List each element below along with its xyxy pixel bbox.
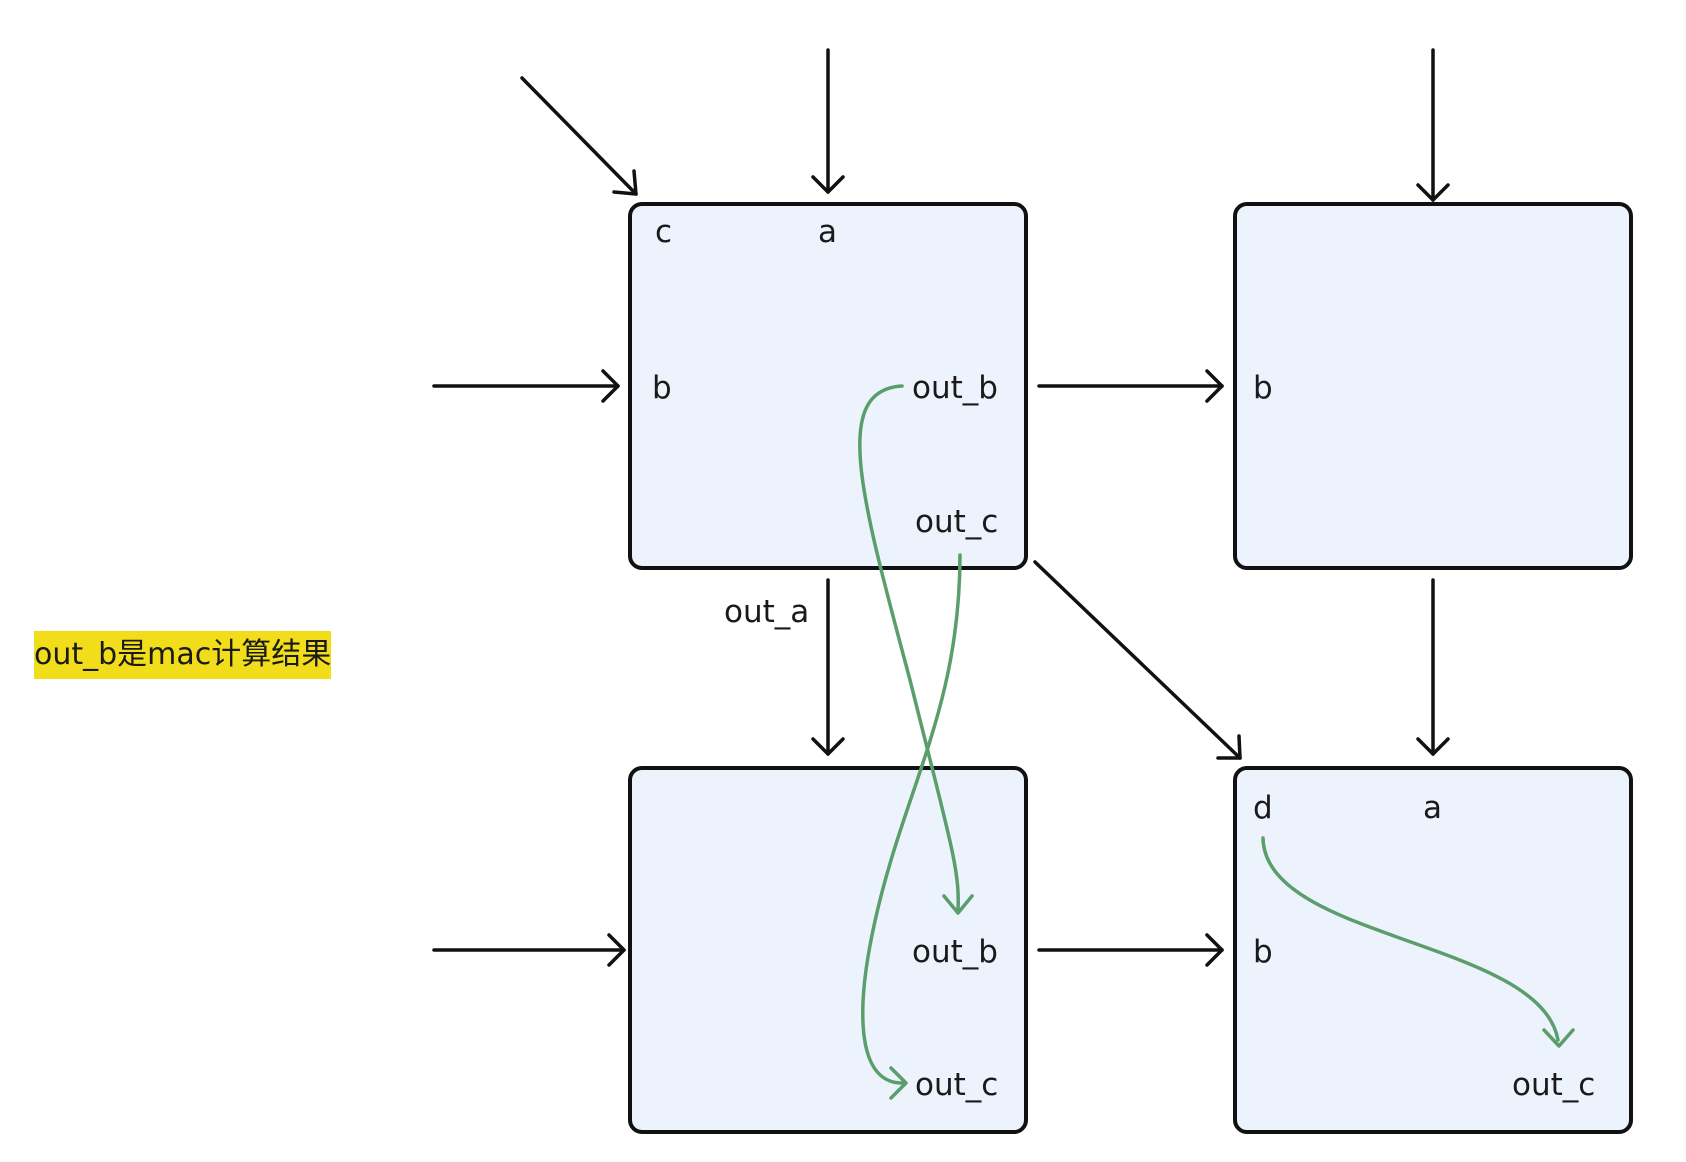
pe-bottom-right-out-c-label: out_c: [1512, 1067, 1595, 1103]
pe-bottom-right-d-label: d: [1253, 790, 1273, 826]
mac-result-note: out_b是mac计算结果: [34, 631, 332, 679]
out-b-to-right-arrow-top: [1037, 369, 1224, 403]
out-a-down-arrow: [811, 578, 845, 756]
d-to-out-c-flow-curve: [1261, 836, 1575, 1048]
pe-top-left-out-c-label: out_c: [915, 504, 998, 540]
input-a-arrow-left: [811, 48, 845, 194]
pe-bottom-right-a-label: a: [1423, 790, 1442, 826]
pe-top-left: [628, 202, 1028, 570]
out-c-flow-curve: [861, 553, 962, 1100]
pe-top-right: [1233, 202, 1633, 570]
out-b-flow-curve: [858, 384, 974, 915]
diagonal-out-c-arrow: [1033, 560, 1242, 760]
pe-bottom-left-out-b-label: out_b: [912, 934, 998, 970]
out-b-to-right-arrow-bottom: [1037, 933, 1224, 967]
pe-top-left-a-label: a: [818, 214, 837, 250]
input-b-arrow-bottom: [432, 933, 626, 967]
right-column-down-arrow: [1416, 578, 1450, 756]
pe-top-left-out-b-label: out_b: [912, 370, 998, 406]
input-a-arrow-right: [1416, 48, 1450, 202]
pe-bottom-right-b-label: b: [1253, 934, 1273, 970]
pe-top-left-c-label: c: [655, 214, 672, 250]
pe-bottom-left: [628, 766, 1028, 1134]
input-c-arrow: [520, 76, 638, 196]
input-b-arrow-top: [432, 369, 620, 403]
pe-top-right-b-label: b: [1253, 370, 1273, 406]
pe-bottom-left-out-c-label: out_c: [915, 1067, 998, 1103]
pe-top-left-b-label: b: [652, 370, 672, 406]
out-a-label: out_a: [724, 594, 809, 630]
